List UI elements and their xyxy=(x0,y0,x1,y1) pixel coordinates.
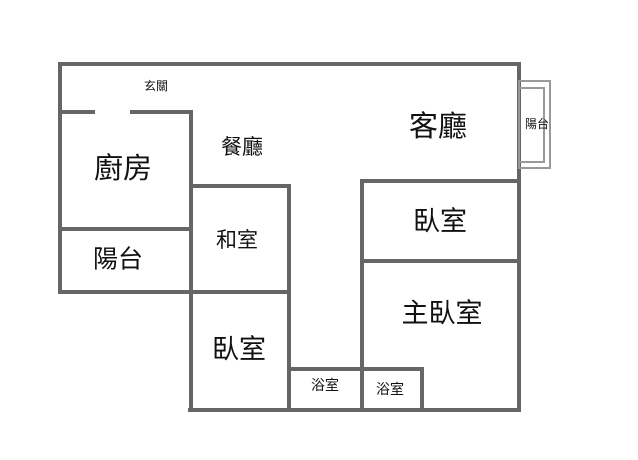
room-label-bathroom-2: 浴室 xyxy=(376,381,404,398)
room-label-master-bedroom: 主臥室 xyxy=(402,299,483,330)
room-label-living-room: 客廳 xyxy=(409,109,467,143)
room-label-japanese-room: 和室 xyxy=(216,228,258,252)
room-label-balcony-west: 陽台 xyxy=(93,245,143,274)
room-label-bathroom-1: 浴室 xyxy=(311,377,339,394)
room-labels: 玄關 客廳 陽台 廚房 餐廳 和室 陽台 臥室 主臥室 臥室 浴室 浴室 xyxy=(93,78,549,398)
east-rooms-wall xyxy=(360,179,521,412)
room-label-bedroom-east: 臥室 xyxy=(413,207,467,238)
kitchen-top-wall-right xyxy=(130,110,193,412)
japanese-room-wall xyxy=(189,184,291,412)
balcony-inner-rail xyxy=(518,87,545,163)
room-label-kitchen: 廚房 xyxy=(94,151,152,185)
bathroom-wall xyxy=(287,367,424,412)
outer-wall xyxy=(58,62,521,412)
walls xyxy=(58,62,521,412)
room-label-entrance: 玄關 xyxy=(144,78,168,93)
balcony-rail xyxy=(518,80,551,169)
room-label-balcony-east: 陽台 xyxy=(525,116,549,131)
room-label-bedroom-south: 臥室 xyxy=(212,335,266,366)
room-label-dining-room: 餐廳 xyxy=(221,135,263,159)
